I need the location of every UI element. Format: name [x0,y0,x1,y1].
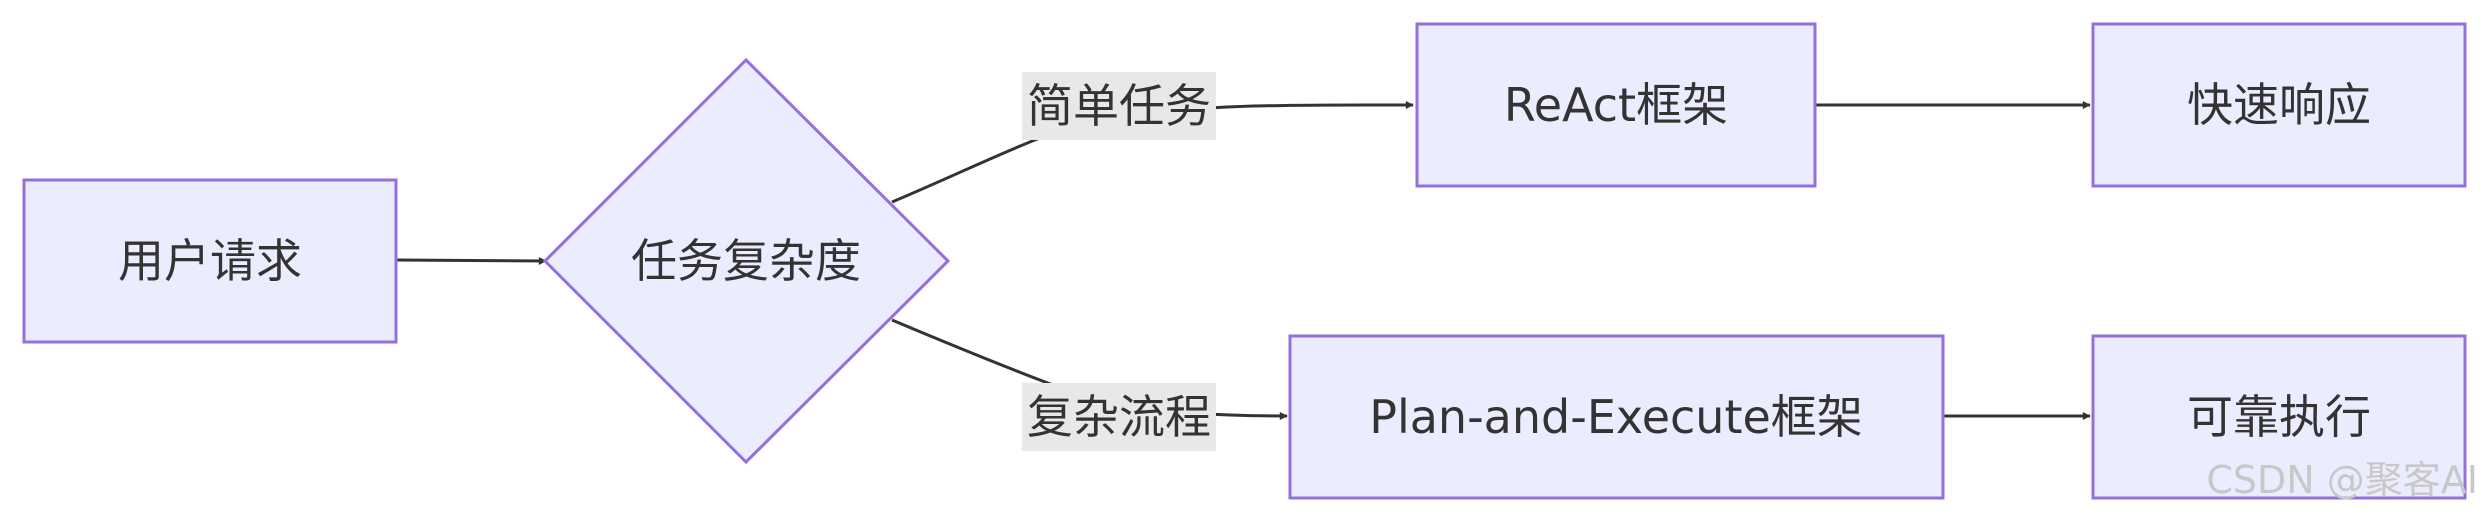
node-reliable-execution-label: 可靠执行 [2187,390,2371,444]
node-plan-execute-framework-label: Plan-and-Execute框架 [1369,390,1863,444]
node-react-framework: ReAct框架 [1415,22,1817,188]
node-react-framework-label: ReAct框架 [1504,78,1728,132]
node-fast-response: 快速响应 [2091,22,2467,188]
edge-label-complex-flow: 复杂流程 [1022,383,1216,451]
node-fast-response-label: 快速响应 [2187,78,2371,132]
node-user-request-label: 用户请求 [118,234,302,288]
edge-label-simple-task: 简单任务 [1022,72,1216,140]
edge-label-simple-task-text: 简单任务 [1027,79,1211,133]
edge-request-to-complexity [395,256,547,265]
watermark-text: CSDN @聚客AI [2206,458,2478,502]
node-user-request: 用户请求 [22,178,398,344]
node-plan-execute-framework: Plan-and-Execute框架 [1288,334,1945,500]
node-reliable-execution: 可靠执行 [2091,334,2467,500]
node-task-complexity-label: 任务复杂度 [631,234,861,288]
node-task-complexity: 任务复杂度 [542,57,951,465]
edge-label-complex-flow-text: 复杂流程 [1027,390,1211,444]
